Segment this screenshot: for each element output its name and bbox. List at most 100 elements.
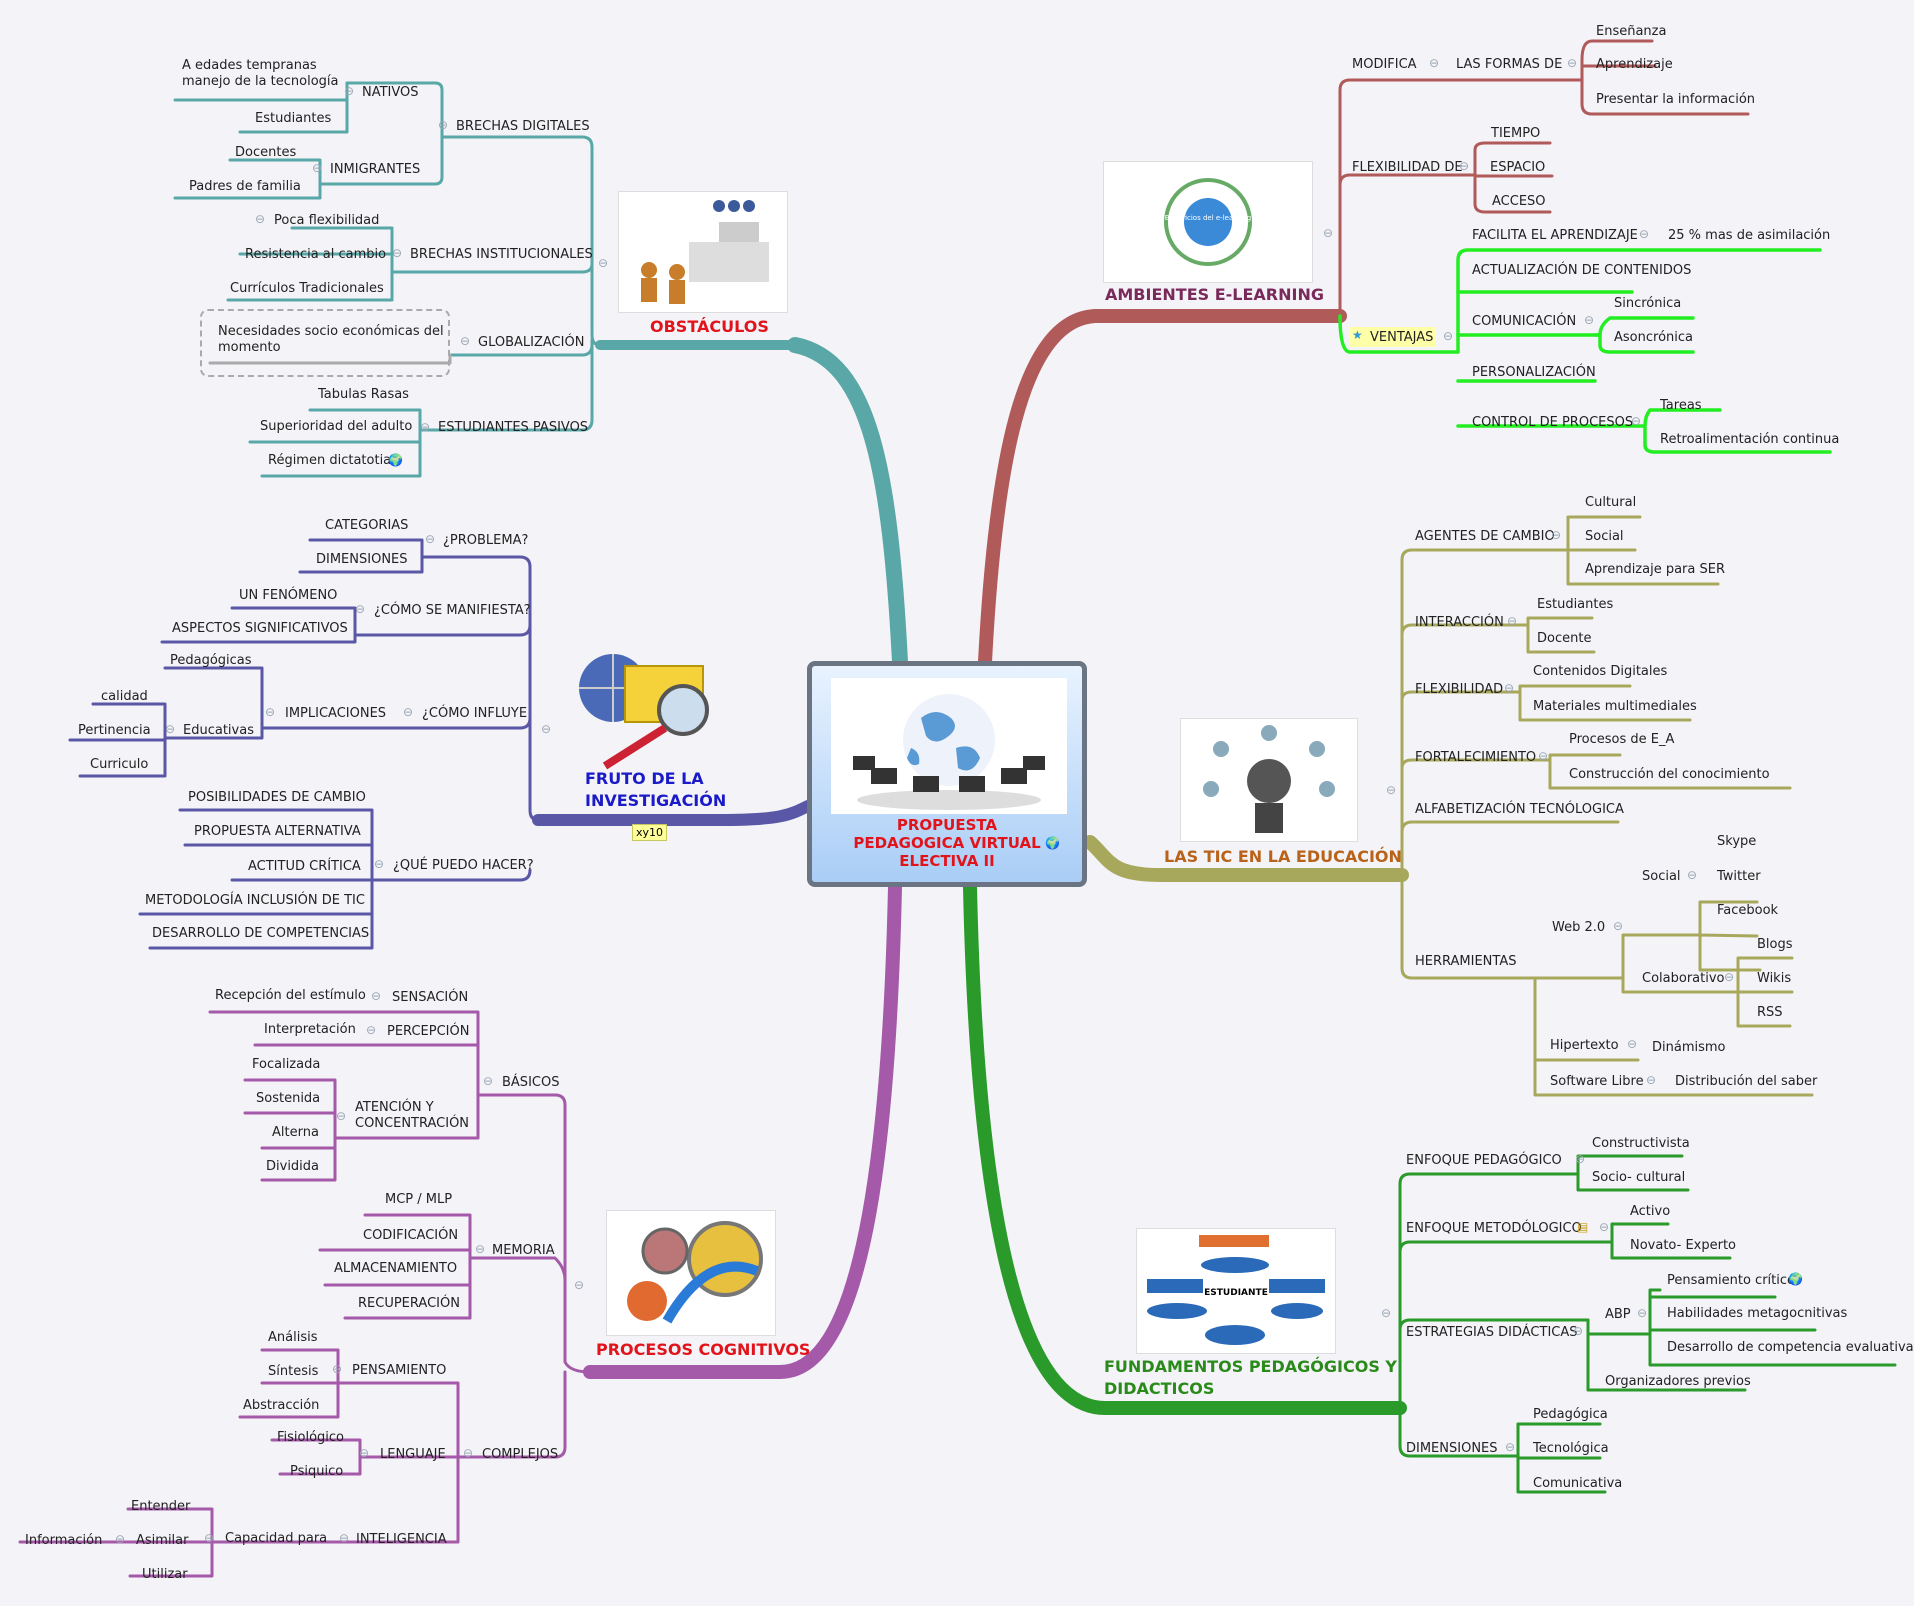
node-inmigrantes[interactable]: INMIGRANTES <box>330 162 421 177</box>
node-ventajas[interactable]: VENTAJAS <box>1370 330 1434 345</box>
collapse-icon[interactable] <box>1458 161 1470 173</box>
node-habilidades-metacognitivas[interactable]: Habilidades metagocnitivas <box>1667 1306 1848 1321</box>
branch-procesos-cognitivos[interactable]: PROCESOS COGNITIVOS <box>596 1340 811 1359</box>
collapse-icon[interactable] <box>1638 229 1650 241</box>
node-almacenamiento[interactable]: ALMACENAMIENTO <box>334 1261 458 1276</box>
node-modifica[interactable]: MODIFICA <box>1352 57 1417 72</box>
node-codificacion[interactable]: CODIFICACIÓN <box>363 1228 459 1243</box>
node-wikis[interactable]: Wikis <box>1757 971 1792 986</box>
node-poca-flexibilidad[interactable]: Poca flexibilidad <box>274 213 380 228</box>
note-icon[interactable]: ▤ <box>1577 1220 1589 1234</box>
node-interpretacion[interactable]: Interpretación <box>264 1022 356 1037</box>
collapse-icon[interactable] <box>540 724 552 736</box>
node-dimensiones-fund[interactable]: DIMENSIONES <box>1406 1441 1498 1456</box>
collapse-icon[interactable] <box>1380 1308 1392 1320</box>
node-abstraccion[interactable]: Abstracción <box>243 1398 320 1413</box>
node-retroalimentacion[interactable]: Retroalimentación continua <box>1660 432 1840 447</box>
node-socio-cultural[interactable]: Socio- cultural <box>1592 1170 1686 1185</box>
node-complejos[interactable]: COMPLEJOS <box>482 1447 559 1462</box>
node-ensenanza[interactable]: Enseñanza <box>1596 24 1667 39</box>
node-entender[interactable]: Entender <box>131 1499 191 1514</box>
branch-ambientes-elearning[interactable]: AMBIENTES E-LEARNING <box>1105 285 1324 304</box>
branch-fruto-investigacion[interactable]: FRUTO DE LA INVESTIGACIÓN <box>585 769 727 810</box>
node-sincronica[interactable]: Sincrónica <box>1614 296 1682 311</box>
branch-obstaculos[interactable]: OBSTÁCULOS <box>650 317 769 336</box>
branch-fundamentos[interactable]: FUNDAMENTOS PEDAGÓGICOS Y DIDACTICOS <box>1104 1357 1397 1398</box>
node-distribucion-saber[interactable]: Distribución del saber <box>1675 1074 1818 1089</box>
collapse-icon[interactable] <box>354 604 366 616</box>
collapse-icon[interactable] <box>338 1533 350 1545</box>
node-implicaciones[interactable]: IMPLICACIONES <box>285 706 387 721</box>
collapse-icon[interactable] <box>370 991 382 1003</box>
node-aspectos-significativos[interactable]: ASPECTOS SIGNIFICATIVOS <box>172 621 348 636</box>
node-pedagogica[interactable]: Pedagógica <box>1533 1407 1608 1422</box>
central-topic[interactable]: PROPUESTA PEDAGOGICA VIRTUAL ELECTIVA II… <box>807 661 1087 887</box>
node-pensamiento-critico[interactable]: Pensamiento crítico <box>1667 1273 1795 1288</box>
collapse-icon[interactable] <box>203 1533 215 1545</box>
collapse-icon[interactable] <box>311 163 323 175</box>
node-brechas-digitales[interactable]: BRECHAS DIGITALES <box>456 119 590 134</box>
node-social-agente[interactable]: Social <box>1585 529 1624 544</box>
node-capacidad-para[interactable]: Capacidad para <box>225 1531 328 1546</box>
collapse-icon[interactable] <box>1645 1075 1657 1087</box>
node-materiales-multimediales[interactable]: Materiales multimediales <box>1533 699 1697 714</box>
collapse-icon[interactable] <box>1598 1222 1610 1234</box>
node-construccion-conocimiento[interactable]: Construcción del conocimiento <box>1569 767 1770 782</box>
node-docente[interactable]: Docente <box>1537 631 1592 646</box>
node-alterna[interactable]: Alterna <box>272 1125 319 1140</box>
collapse-icon[interactable] <box>1583 315 1595 327</box>
node-memoria[interactable]: MEMORIA <box>492 1243 555 1258</box>
node-web20[interactable]: Web 2.0 <box>1552 920 1606 935</box>
collapse-icon[interactable] <box>424 534 436 546</box>
node-dividida[interactable]: Dividida <box>266 1159 320 1174</box>
collapse-icon[interactable] <box>459 336 471 348</box>
node-dinamismo[interactable]: Dinámismo <box>1652 1040 1726 1055</box>
node-pedagogicas[interactable]: Pedagógicas <box>170 653 252 668</box>
collapse-icon[interactable] <box>365 1025 377 1037</box>
collapse-icon[interactable] <box>264 707 276 719</box>
node-enfoque-metodologico[interactable]: ENFOQUE METODÓLOGICO <box>1406 1221 1582 1236</box>
fruto-tag[interactable]: xy10 <box>632 824 668 841</box>
node-nativos-edades[interactable]: A edades tempranas manejo de la tecnolog… <box>182 58 339 89</box>
node-categorias[interactable]: CATEGORIAS <box>325 518 409 533</box>
node-utilizar[interactable]: Utilizar <box>142 1567 188 1582</box>
node-superioridad-adulto[interactable]: Superioridad del adulto <box>260 419 413 434</box>
node-basicos[interactable]: BÁSICOS <box>502 1075 560 1090</box>
collapse-icon[interactable] <box>462 1448 474 1460</box>
node-competencia-evaluativa[interactable]: Desarrollo de competencia evaluativa <box>1667 1340 1914 1355</box>
node-novato-experto[interactable]: Novato- Experto <box>1630 1238 1737 1253</box>
collapse-icon[interactable] <box>402 707 414 719</box>
collapse-icon[interactable] <box>419 422 431 434</box>
node-regimen-dictatorial[interactable]: Régimen dictatotial <box>268 453 395 468</box>
node-que-puedo-hacer[interactable]: ¿QUÉ PUEDO HACER? <box>393 858 534 873</box>
node-propuesta-alternativa[interactable]: PROPUESTA ALTERNATIVA <box>194 824 361 839</box>
node-skype[interactable]: Skype <box>1717 834 1757 849</box>
node-asincronica[interactable]: Asoncrónica <box>1614 330 1693 345</box>
node-facebook[interactable]: Facebook <box>1717 903 1779 918</box>
node-flexibilidad-tic[interactable]: FLEXIBILIDAD <box>1415 682 1504 697</box>
collapse-icon[interactable] <box>1626 1039 1638 1051</box>
node-tabulas-rasas[interactable]: Tabulas Rasas <box>318 387 409 402</box>
node-tecnologica[interactable]: Tecnológica <box>1533 1441 1609 1456</box>
node-atencion-concentracion[interactable]: ATENCIÓN Y CONCENTRACIÓN <box>355 1100 470 1131</box>
collapse-icon[interactable] <box>1537 751 1549 763</box>
node-recepcion-estimulo[interactable]: Recepción del estímulo <box>215 988 366 1003</box>
node-interaccion[interactable]: INTERACCIÓN <box>1415 615 1504 630</box>
collapse-icon[interactable] <box>1630 416 1642 428</box>
node-como-influye[interactable]: ¿CÓMO INFLUYE <box>422 706 528 721</box>
branch-tic-educacion[interactable]: LAS TIC EN LA EDUCACIÓN <box>1164 847 1402 866</box>
node-twitter[interactable]: Twitter <box>1717 869 1761 884</box>
node-flexibilidad-de[interactable]: FLEXIBILIDAD DE <box>1352 160 1463 175</box>
collapse-icon[interactable] <box>1503 683 1515 695</box>
node-comunicacion[interactable]: COMUNICACIÓN <box>1472 314 1577 329</box>
collapse-icon[interactable] <box>254 214 266 226</box>
node-focalizada[interactable]: Focalizada <box>252 1057 321 1072</box>
node-como-manifiesta[interactable]: ¿CÓMO SE MANIFIESTA? <box>374 603 531 618</box>
node-percepcion[interactable]: PERCEPCIÓN <box>387 1024 470 1039</box>
node-acceso[interactable]: ACCESO <box>1492 194 1546 209</box>
collapse-icon[interactable] <box>331 1364 343 1376</box>
node-rss[interactable]: RSS <box>1757 1005 1783 1020</box>
node-agentes-cambio[interactable]: AGENTES DE CAMBIO <box>1415 529 1555 544</box>
node-resistencia-cambio[interactable]: Resistencia al cambio <box>245 247 387 262</box>
collapse-icon[interactable] <box>1550 530 1562 542</box>
